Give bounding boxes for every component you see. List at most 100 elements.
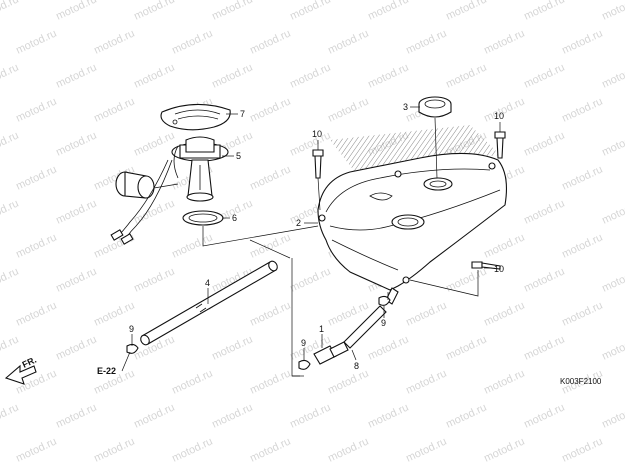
watermark-text: motod.ru [560, 163, 604, 192]
watermark-text: motod.ru [444, 333, 488, 362]
watermark-text: motod.ru [248, 299, 292, 328]
watermark-text: motod.ru [54, 197, 98, 226]
watermark-text: motod.ru [132, 401, 176, 430]
watermark-text: motod.ru [54, 129, 98, 158]
breather-tube [140, 239, 291, 346]
watermark-text: motod.ru [0, 333, 21, 362]
pump-packing [182, 210, 224, 226]
diagram-ref-code: K003F2100 [560, 377, 602, 386]
fuel-strainer-joint [313, 341, 349, 365]
watermark-text: motod.ru [288, 0, 332, 23]
watermark-text: motod.ru [482, 299, 526, 328]
watermark-text: motod.ru [522, 401, 566, 430]
watermark-text: motod.ru [600, 0, 625, 23]
callout-8: 8 [354, 361, 359, 371]
watermark-text: motod.ru [248, 95, 292, 124]
watermark-text: motod.ru [288, 61, 332, 90]
watermark-text: motod.ru [210, 61, 254, 90]
callout-1: 1 [319, 324, 324, 334]
watermark-text: motod.ru [210, 0, 254, 23]
watermark-text: motod.ru [326, 367, 370, 396]
watermark-text: motod.ru [522, 0, 566, 23]
watermark-text: motod.ru [366, 0, 410, 23]
watermark-text: motod.ru [14, 95, 58, 124]
watermark-text: motod.ru [288, 265, 332, 294]
watermark-text: motod.ru [0, 401, 21, 430]
callout-3: 3 [403, 102, 408, 112]
watermark-text: motod.ru [210, 401, 254, 430]
watermark-text: motod.ru [560, 231, 604, 260]
watermark-text: motod.ru [248, 367, 292, 396]
watermark-text: motod.ru [132, 0, 176, 23]
watermark-text: motod.ru [482, 367, 526, 396]
watermark-text: motod.ru [54, 401, 98, 430]
callout-5: 5 [236, 151, 241, 161]
watermark-text: motod.ru [170, 367, 214, 396]
watermark-text: motod.ru [482, 95, 526, 124]
watermark-text: motod.ru [600, 333, 625, 362]
watermark-text: motod.ru [248, 435, 292, 464]
watermark-text: motod.ru [54, 265, 98, 294]
watermark-text: motod.ru [522, 197, 566, 226]
watermark-text: motod.ru [0, 0, 21, 23]
callouts: 7 5 6 3 10 10 10 2 4 9 9 1 9 [129, 102, 504, 371]
watermark-text: motod.ru [560, 435, 604, 464]
watermark-text: motod.ru [248, 163, 292, 192]
watermark-text: motod.ru [54, 61, 98, 90]
watermark-text: motod.ru [248, 27, 292, 56]
watermark-text: motod.ru [560, 95, 604, 124]
watermark-text: motod.ru [326, 95, 370, 124]
assembly-guide-lines [291, 258, 389, 377]
tube-clip-right [378, 295, 391, 306]
watermark-text: motod.ru [132, 129, 176, 158]
watermark-text: motod.ru [170, 435, 214, 464]
watermark-text: motod.ru [92, 27, 136, 56]
tube-clip-center [298, 359, 311, 370]
watermark-text: motod.ru [560, 299, 604, 328]
watermark-text: motod.ru [0, 197, 21, 226]
watermark-text: motod.ru [444, 265, 488, 294]
watermark-text: motod.ru [600, 401, 625, 430]
watermark-text: motod.ru [482, 231, 526, 260]
callout-7: 7 [240, 109, 245, 119]
watermark-text: motod.ru [288, 129, 332, 158]
tank-mounting-bolt-left [312, 149, 324, 211]
tank-mounting-bolt-lower [409, 261, 501, 297]
fuel-tank [317, 125, 507, 305]
callout-4: 4 [205, 278, 210, 288]
callout-10-c: 10 [494, 264, 504, 274]
watermark-text: motod.ru [444, 0, 488, 23]
watermark-text: motod.ru [600, 61, 625, 90]
fuel-filter [115, 171, 179, 199]
watermark-text: motod.ru [600, 197, 625, 226]
watermark-text: motod.ru [522, 129, 566, 158]
watermark-text: motod.ru [54, 333, 98, 362]
watermark-text: motod.ru [560, 27, 604, 56]
watermark-text: motod.ru [444, 61, 488, 90]
watermark-text: motod.ru [600, 129, 625, 158]
fuel-hose [343, 305, 387, 349]
callout-9-b: 9 [301, 338, 306, 348]
section-reference: E-22 [97, 366, 116, 376]
watermark-text: motod.ru [170, 231, 214, 260]
watermark-text: motod.ru [288, 401, 332, 430]
watermark-text: motod.ru [14, 231, 58, 260]
watermark-text: motod.ru [404, 299, 448, 328]
pump-wiring [110, 159, 173, 245]
watermark-text: motod.ru [132, 61, 176, 90]
front-direction-arrow-icon [4, 364, 37, 385]
watermark-text: motod.ru [0, 61, 21, 90]
callout-9-c: 9 [381, 318, 386, 328]
watermark-text: motod.ru [522, 333, 566, 362]
watermark-text: motod.ru [522, 61, 566, 90]
watermark-text: motod.ru [132, 265, 176, 294]
watermark-text: motod.ru [54, 0, 98, 23]
watermark-text: motod.ru [366, 401, 410, 430]
fuel-filler-cap [418, 96, 452, 179]
watermark-text: motod.ru [482, 435, 526, 464]
watermark-text: motod.ru [0, 129, 21, 158]
watermark-text: motod.ru [404, 27, 448, 56]
tank-mounting-bolt-right [494, 131, 506, 159]
